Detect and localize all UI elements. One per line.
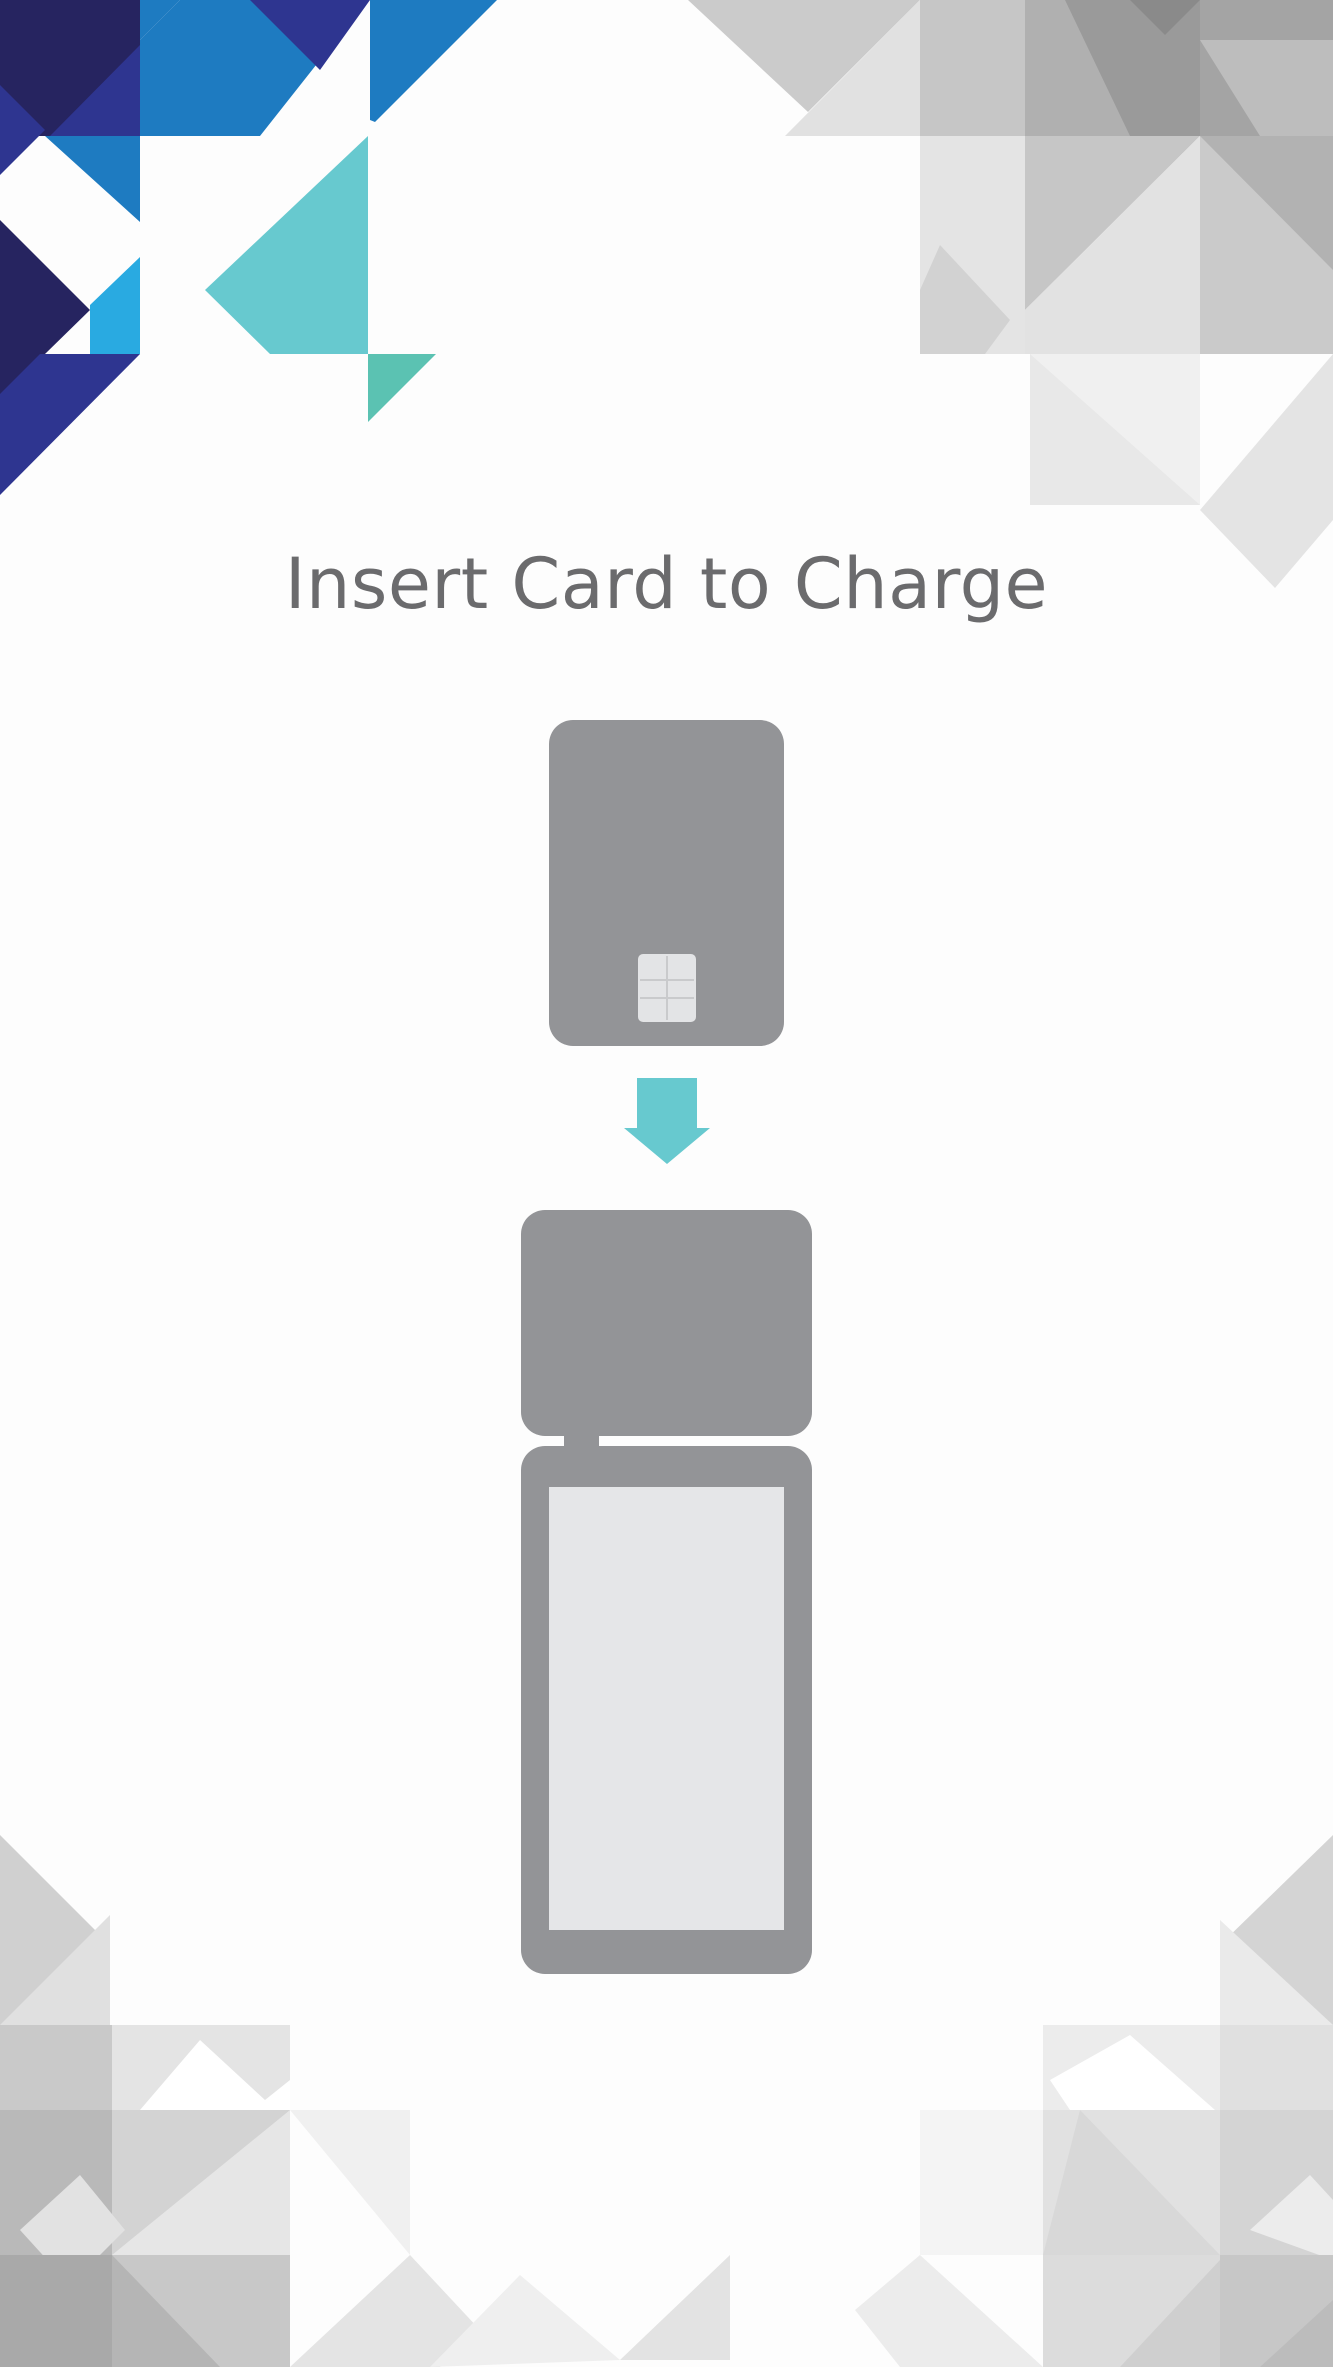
- bottom-left-pattern: [0, 1835, 730, 2367]
- page-title: Insert Card to Charge: [284, 543, 1049, 625]
- top-left-pattern: [0, 0, 497, 495]
- arrow-down-icon: [624, 1078, 710, 1164]
- terminal-screen: [549, 1487, 784, 1930]
- bottom-right-pattern: [855, 1835, 1333, 2367]
- credit-card-icon: [549, 720, 784, 1046]
- top-right-pattern: [688, 0, 1333, 588]
- card-chip-icon: [638, 954, 696, 1022]
- payment-terminal-icon: [521, 1210, 812, 1974]
